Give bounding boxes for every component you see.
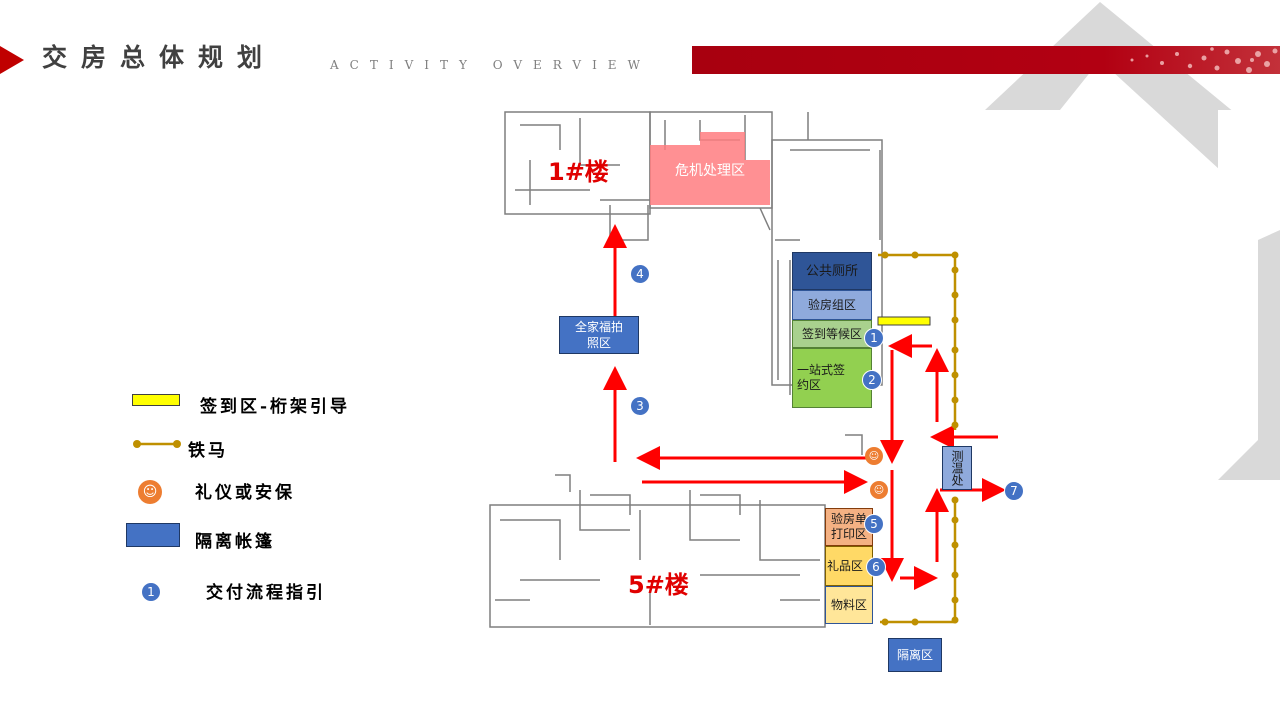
inspection-group-zone: 验房组区 xyxy=(792,290,872,320)
legend-barrier-icon xyxy=(133,440,181,448)
legend-tent-swatch xyxy=(126,523,180,547)
step-marker-4: 4 xyxy=(630,264,650,284)
page-title: 交房总体规划 xyxy=(42,43,277,72)
title-bar xyxy=(692,46,1280,74)
step-marker-5: 5 xyxy=(864,514,884,534)
gift-zone: 礼品区 xyxy=(825,546,873,586)
materials-zone: 物料区 xyxy=(825,586,873,624)
signin-truss xyxy=(877,316,931,326)
etiquette-smiley-icon: ☺ xyxy=(870,481,888,499)
temperature-tent: 测温处 xyxy=(942,446,972,490)
step-marker-6: 6 xyxy=(866,557,886,577)
etiquette-smiley-icon: ☺ xyxy=(865,447,883,465)
dot-pattern xyxy=(1130,47,1278,73)
legend-truss-swatch xyxy=(132,394,180,406)
building-5-walls xyxy=(489,434,863,628)
one-stop-sign-zone: 一站式签约区 xyxy=(792,348,872,408)
flow-arrows xyxy=(603,224,1006,590)
inspection-print-zone: 验房单打印区 xyxy=(825,508,873,546)
legend-etiquette-label: 礼仪或安保 xyxy=(195,483,295,503)
crisis-zone-label: 危机处理区 xyxy=(675,162,745,179)
step-marker-2: 2 xyxy=(862,370,882,390)
legend-tent-label: 隔离帐篷 xyxy=(195,532,275,552)
step-marker-7: 7 xyxy=(1004,481,1024,501)
step-marker-1: 1 xyxy=(864,328,884,348)
legend-marker-icon: 1 xyxy=(141,582,161,602)
legend-truss-label: 签到区-桁架引导 xyxy=(200,397,351,417)
legend-flow-label: 交付流程指引 xyxy=(206,583,326,603)
signin-wait-zone: 签到等候区 xyxy=(792,320,872,348)
legend-etiquette-icon: ☺ xyxy=(138,480,162,504)
decor-edge xyxy=(1218,230,1280,480)
barrier-line xyxy=(878,251,959,626)
crisis-zone-fill xyxy=(650,132,770,205)
public-toilet-zone: 公共厕所 xyxy=(792,252,872,290)
building-5-label: 5#楼 xyxy=(628,571,689,599)
step-marker-3: 3 xyxy=(630,396,650,416)
building-1-label: 1#楼 xyxy=(548,158,609,186)
page-subtitle: ACTIVITY OVERVIEW xyxy=(330,58,651,72)
legend-barrier-label: 铁马 xyxy=(188,441,228,461)
family-photo-tent: 全家福拍照区 xyxy=(559,316,639,354)
title-arrow-icon xyxy=(0,46,24,74)
isolation-tent: 隔离区 xyxy=(888,638,942,672)
